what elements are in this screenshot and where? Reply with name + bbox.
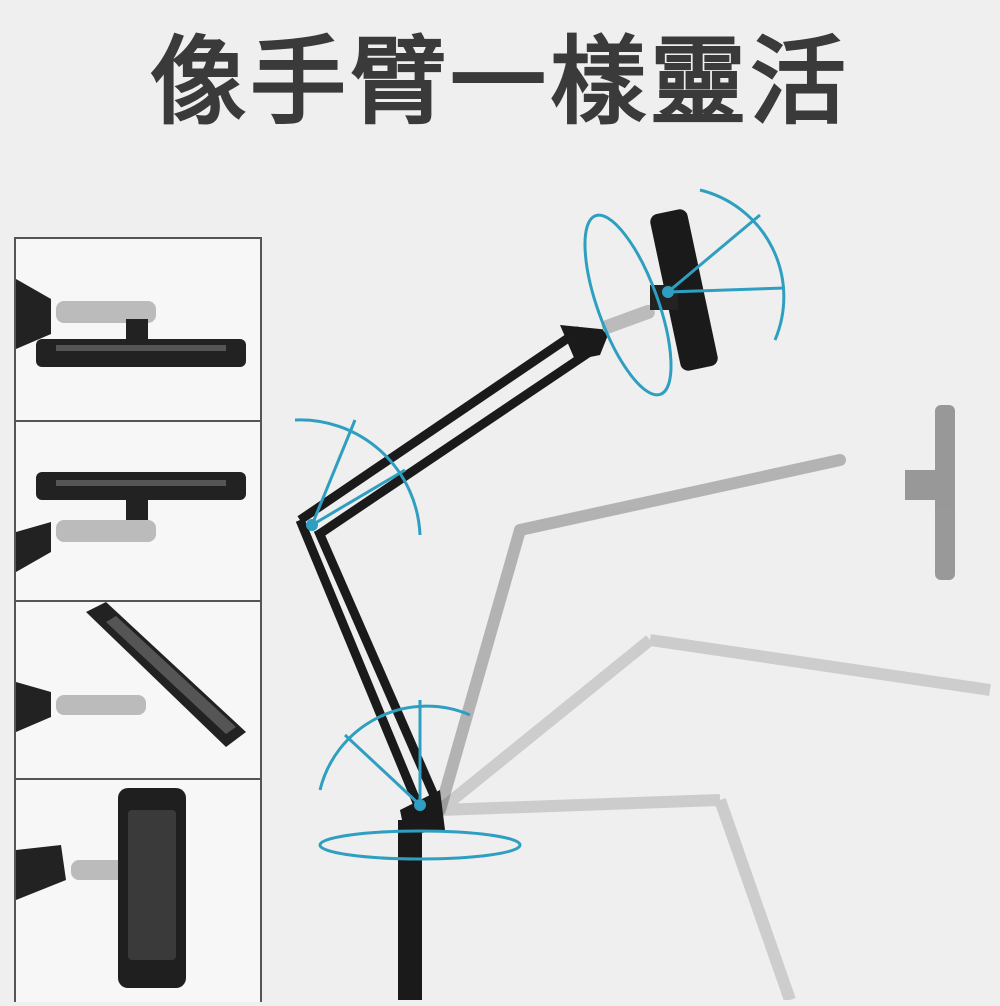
holder-with-phone-image xyxy=(16,788,186,988)
panel-holder-tilted xyxy=(16,602,260,778)
head-joint xyxy=(560,325,610,360)
ghost-tablet-holder xyxy=(935,405,955,580)
base-joint xyxy=(400,790,445,835)
panel-holder-horizontal-bottom xyxy=(16,422,260,600)
panel-holder-with-phone xyxy=(16,780,260,1002)
base-tilt-arrow-icon xyxy=(318,704,471,791)
holder-horizontal-top-image xyxy=(16,279,246,367)
rotation-arrows xyxy=(294,188,786,861)
holder-horizontal-bottom-image xyxy=(16,472,246,572)
base-spin-arrow-icon xyxy=(318,829,522,861)
elbow-arrow-icon xyxy=(294,418,422,536)
tablet-tilt-arrow-icon xyxy=(699,188,786,341)
holder-tilted-image xyxy=(16,602,246,747)
main-arm xyxy=(295,326,603,812)
tablet-mount-rod xyxy=(601,304,655,334)
page-title: 像手臂一樣靈活 xyxy=(150,26,850,138)
angle-examples-panel xyxy=(14,237,262,1002)
panel-holder-horizontal-top xyxy=(16,239,260,420)
stand-pole xyxy=(398,820,422,1000)
tablet-spin-arrow-icon xyxy=(583,213,673,397)
